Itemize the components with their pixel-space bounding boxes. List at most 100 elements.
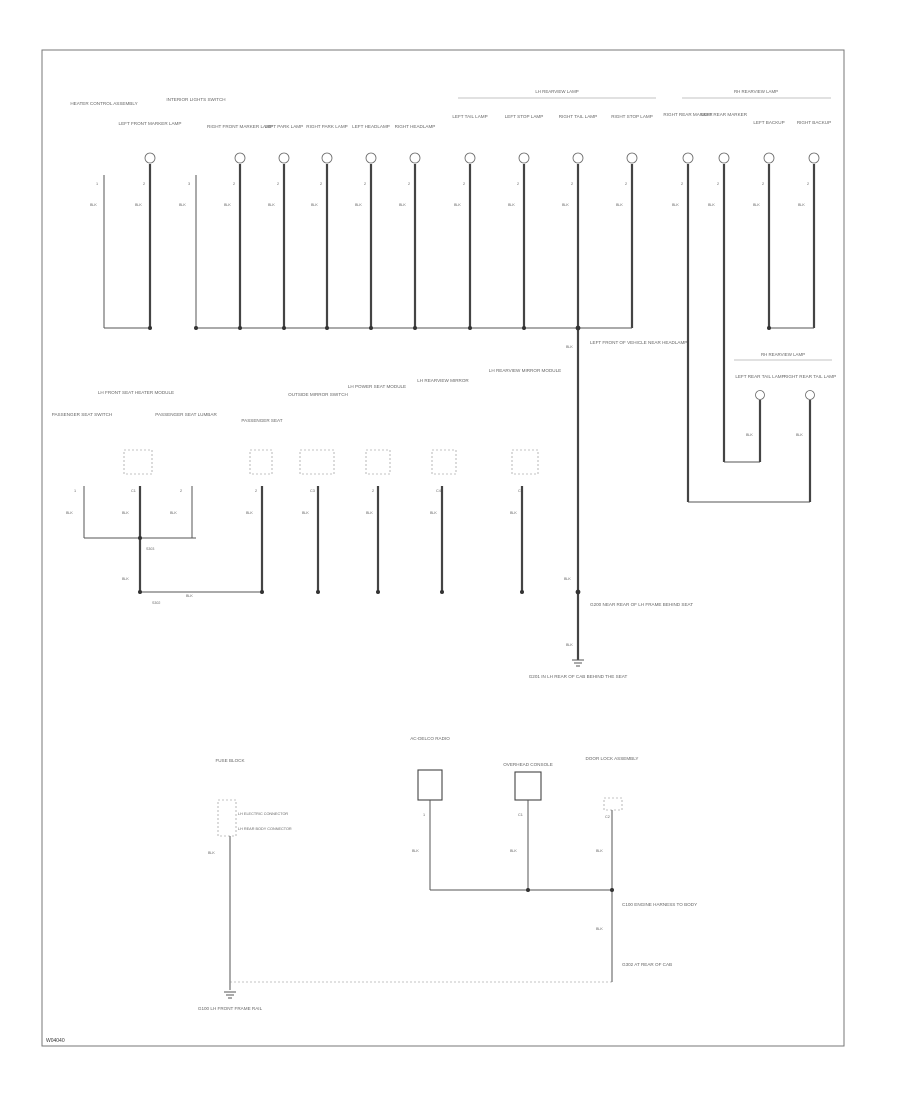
connector-line-label: LH REAR BODY CONNECTOR bbox=[238, 827, 292, 831]
pin-label: 2 bbox=[517, 182, 519, 186]
fuse-block: FUSE BLOCK LH ELECTRIC CONNECTOR LH REAR… bbox=[198, 758, 612, 1011]
component-caption: LH FRONT SEAT HEATER MODULE bbox=[98, 390, 174, 395]
wire-color-label: BLK bbox=[412, 849, 419, 853]
ground-wires-middle bbox=[83, 486, 524, 593]
pin-label: 2 bbox=[762, 182, 764, 186]
pin-label: 1 bbox=[423, 813, 425, 817]
pin-label: 2 bbox=[233, 182, 235, 186]
wire-color-label: BLK bbox=[746, 433, 753, 437]
wire-color-label: BLK bbox=[566, 345, 573, 349]
wire-color-label: BLK bbox=[753, 203, 760, 207]
ground-note: LEFT FRONT OF VEHICLE NEAR HEADLAMP bbox=[590, 340, 687, 345]
component-caption: RIGHT REAR TAIL LAMP bbox=[784, 374, 836, 379]
component-caption: LEFT STOP LAMP bbox=[505, 114, 544, 119]
splice-dot bbox=[526, 888, 530, 892]
lamp-bulb-icon bbox=[755, 390, 765, 400]
splice-label: S302 bbox=[152, 601, 160, 605]
component-caption: RIGHT FRONT MARKER LAMP bbox=[207, 124, 273, 129]
pin-label: 2 bbox=[364, 182, 366, 186]
wire-color-label: BLK bbox=[268, 203, 275, 207]
wire-color-label: BLK bbox=[302, 511, 309, 515]
connector-line-label: LH ELECTRIC CONNECTOR bbox=[238, 812, 288, 816]
wire-color-label: BLK bbox=[355, 203, 362, 207]
ground-note: C100 ENGINE HARNESS TO BODY bbox=[622, 902, 697, 907]
wire-color-label: BLK bbox=[510, 849, 517, 853]
wire-color-label: BLK bbox=[430, 511, 437, 515]
top-row: HEATER CONTROL ASSEMBLY LEFT FRONT MARKE… bbox=[70, 97, 831, 660]
wire-color-label: BLK bbox=[566, 643, 573, 647]
section-header-lh-rearview: LH REARVIEW LAMP bbox=[458, 89, 656, 99]
wire-color-label: BLK bbox=[672, 203, 679, 207]
pin-label: 2 bbox=[320, 182, 322, 186]
wire-color-label: BLK bbox=[399, 203, 406, 207]
wire-color-label: BLK bbox=[708, 203, 715, 207]
pin-label: 2 bbox=[372, 489, 374, 493]
component-caption: LH REARVIEW MIRROR bbox=[417, 378, 469, 383]
module-connector bbox=[123, 449, 539, 475]
wire-color-label: BLK bbox=[796, 433, 803, 437]
wire-color-label: BLK bbox=[596, 849, 603, 853]
component-caption: LEFT FRONT MARKER LAMP bbox=[119, 121, 182, 126]
component-caption: FUSE BLOCK bbox=[215, 758, 245, 763]
component-caption: DOOR LOCK ASSEMBLY bbox=[585, 756, 638, 761]
pin-label: 2 bbox=[681, 182, 683, 186]
ground-wires-top bbox=[103, 164, 816, 660]
component-caption: LEFT REAR TAIL LAMP bbox=[735, 374, 784, 379]
ground-symbol-icon bbox=[572, 659, 584, 667]
wire-color-label: BLK bbox=[510, 511, 517, 515]
wire-color-label: BLK bbox=[179, 203, 186, 207]
diagram-frame bbox=[41, 49, 845, 1047]
wire-color-label: BLK bbox=[135, 203, 142, 207]
wire-color-label: BLK bbox=[208, 851, 215, 855]
door-lock-assembly: DOOR LOCK ASSEMBLY C2 BLK bbox=[585, 756, 639, 982]
ground-note: G302 AT REAR OF CAB bbox=[622, 962, 672, 967]
wire-color-label: BLK bbox=[454, 203, 461, 207]
component-caption: RIGHT PARK LAMP bbox=[306, 124, 347, 129]
pin-label: 3 bbox=[188, 182, 190, 186]
component-caption: OVERHEAD CONSOLE bbox=[503, 762, 553, 767]
pin-label: C1 bbox=[518, 813, 523, 817]
pin-label: C4 bbox=[436, 489, 441, 493]
wire-color-label: BLK bbox=[508, 203, 515, 207]
radio-module: AC-DELCO RADIO 1 BLK bbox=[410, 736, 450, 890]
component-caption: LEFT REAR MARKER bbox=[701, 112, 748, 117]
middle-row: PASSENGER SEAT SWITCH LH FRONT SEAT HEAT… bbox=[52, 368, 572, 605]
pin-label: 2 bbox=[463, 182, 465, 186]
lamp-bulb-icon bbox=[144, 152, 820, 164]
pin-label: C1 bbox=[131, 489, 136, 493]
pin-label: 2 bbox=[408, 182, 410, 186]
component-caption: RIGHT STOP LAMP bbox=[611, 114, 653, 119]
wire-color-label: BLK bbox=[170, 511, 177, 515]
rh-rearview-subgroup: RH REARVIEW LAMP LEFT REAR TAIL LAMP RIG… bbox=[734, 352, 836, 502]
pin-label: C2 bbox=[518, 489, 523, 493]
overhead-console: OVERHEAD CONSOLE C1 BLK bbox=[503, 762, 553, 890]
pin-label: 1 bbox=[96, 182, 98, 186]
section-header-rh-rearview: RH REARVIEW LAMP bbox=[682, 89, 831, 99]
component-caption: RIGHT REAR MARKER bbox=[663, 112, 713, 117]
wire-color-label: BLK bbox=[596, 927, 603, 931]
pin-label: 2 bbox=[255, 489, 257, 493]
component-caption: LEFT BACKUP bbox=[753, 120, 784, 125]
wire-color-label: BLK bbox=[224, 203, 231, 207]
wire-color-label: BLK bbox=[311, 203, 318, 207]
pin-label: 2 bbox=[180, 489, 182, 493]
splice-dot bbox=[148, 325, 771, 331]
section-header-label: RH REARVIEW LAMP bbox=[761, 352, 805, 357]
component-caption: LEFT PARK LAMP bbox=[265, 124, 303, 129]
wire-color-label: BLK bbox=[798, 203, 805, 207]
wire-color-label: BLK bbox=[366, 511, 373, 515]
component-caption: HEATER CONTROL ASSEMBLY bbox=[70, 101, 137, 106]
component-caption: LEFT TAIL LAMP bbox=[452, 114, 487, 119]
wire-color-label: BLK bbox=[564, 577, 571, 581]
component-caption: LH POWER SEAT MODULE bbox=[348, 384, 406, 389]
pin-label: 2 bbox=[807, 182, 809, 186]
component-caption: RIGHT HEADLAMP bbox=[395, 124, 436, 129]
component-caption: LEFT HEADLAMP bbox=[352, 124, 390, 129]
wire-color-label: BLK bbox=[186, 594, 193, 598]
splice-dot bbox=[610, 888, 614, 892]
component-caption: RIGHT TAIL LAMP bbox=[559, 114, 597, 119]
pin-label: 2 bbox=[717, 182, 719, 186]
component-caption: LH REARVIEW MIRROR MODULE bbox=[489, 368, 561, 373]
component-caption: AC-DELCO RADIO bbox=[410, 736, 450, 741]
